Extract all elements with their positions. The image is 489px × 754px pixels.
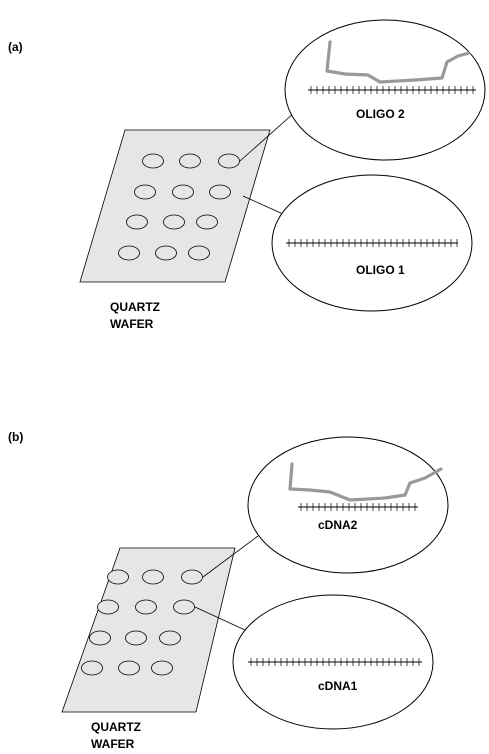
spot xyxy=(126,214,148,230)
connector-line xyxy=(242,195,284,215)
spot xyxy=(134,184,156,200)
panel-a: (a) QUARTZ WAFER xyxy=(8,19,486,331)
spot-grid-a xyxy=(118,153,240,261)
callout-caption: cDNA2 xyxy=(318,518,358,532)
quartz-wafer-a xyxy=(79,129,271,283)
callout-top-b: cDNA2 xyxy=(247,436,449,574)
spot xyxy=(118,660,140,676)
spot xyxy=(97,599,119,615)
connector-line xyxy=(239,111,296,162)
spot xyxy=(159,630,181,646)
callout-bottom-b: cDNA1 xyxy=(232,594,434,730)
panel-a-label: (a) xyxy=(8,40,23,54)
spot xyxy=(209,184,231,200)
spot xyxy=(179,153,201,169)
probe-ticks xyxy=(310,86,474,94)
spot xyxy=(151,660,173,676)
callout-caption: cDNA1 xyxy=(318,679,358,693)
spot xyxy=(218,153,240,169)
spot xyxy=(81,660,103,676)
spot xyxy=(125,630,147,646)
connector-line xyxy=(202,535,259,578)
spot xyxy=(89,630,111,646)
spot xyxy=(155,245,177,261)
spot xyxy=(173,599,195,615)
callout-bottom-a: OLIGO 1 xyxy=(271,174,473,312)
spot-grid-b xyxy=(81,569,203,676)
wafer-label-b-line1: QUARTZ xyxy=(91,720,141,734)
quartz-wafer-b xyxy=(61,547,236,713)
panel-b-label: (b) xyxy=(8,430,23,444)
spot xyxy=(163,214,185,230)
wafer-label-a-line2: WAFER xyxy=(110,317,154,331)
spot xyxy=(118,245,140,261)
callout-circle xyxy=(247,436,449,574)
callout-caption: OLIGO 2 xyxy=(356,107,405,121)
probe-ticks xyxy=(250,658,420,666)
connector-line xyxy=(194,606,246,631)
wafer-label-a-line1: QUARTZ xyxy=(110,300,160,314)
wafer-label-b-line2: WAFER xyxy=(91,737,135,751)
spot xyxy=(142,153,164,169)
probe-ticks xyxy=(300,503,416,511)
spot xyxy=(172,184,194,200)
callout-caption: OLIGO 1 xyxy=(356,263,405,277)
callout-top-a: OLIGO 2 xyxy=(284,19,486,161)
hybridized-strand xyxy=(325,40,471,84)
spot xyxy=(107,569,129,585)
spot xyxy=(188,245,210,261)
spot xyxy=(135,599,157,615)
hybridized-strand xyxy=(288,462,443,502)
panel-b: (b) QUARTZ WAFER xyxy=(8,430,449,751)
spot xyxy=(181,569,203,585)
spot xyxy=(196,214,218,230)
probe-ticks xyxy=(288,239,458,247)
spot xyxy=(142,569,164,585)
